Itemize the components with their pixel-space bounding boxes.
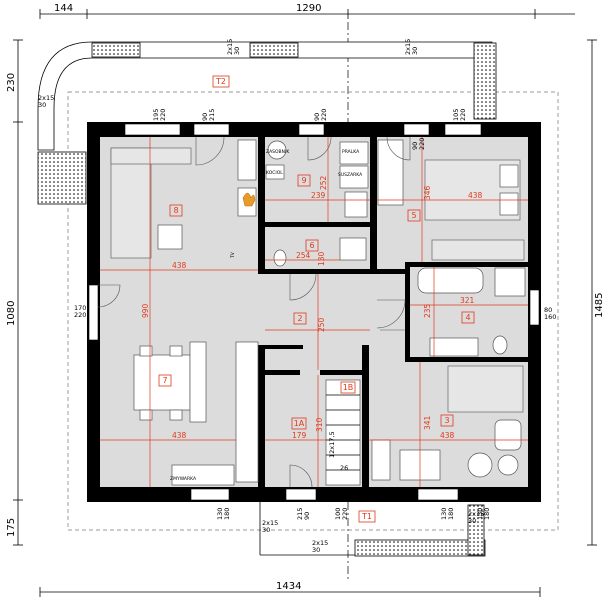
fireplace-icon: [242, 192, 256, 207]
dim-bottom-total: 1434: [276, 581, 301, 592]
room-1b: 1B: [343, 383, 354, 392]
room-dim: 179: [292, 431, 307, 440]
interior-walls: [258, 137, 528, 490]
room-dim: 321: [460, 296, 475, 305]
room-2: 2: [297, 314, 302, 323]
suszarka-label: SUSZARKA: [338, 172, 363, 178]
overall-dimensions: 144 1290 1434 230 1080 175 1485: [6, 3, 605, 597]
opening-dim-part: 30: [262, 526, 270, 534]
room-dim: 254: [296, 251, 311, 260]
room-dimension-lines: [100, 137, 528, 487]
room-dim: 438: [172, 261, 187, 270]
dim-right-total: 1485: [594, 293, 605, 318]
opening-dim: 2x1530: [404, 39, 419, 55]
terrace-top: [37, 41, 497, 205]
room-dim: 990: [141, 303, 150, 318]
opening-dim: 90215: [201, 109, 216, 121]
opening-dim: 90220: [411, 138, 426, 150]
furniture-room3: [371, 365, 524, 481]
room-dim: 235: [423, 303, 432, 318]
furniture-utility: ZASOBNIK KOCIOL PRALKA SUSZARKA: [265, 140, 369, 218]
stairs: 12x17,5 26: [325, 379, 361, 486]
zasobnik-label: ZASOBNIK: [266, 149, 290, 155]
room-6: 6: [309, 241, 314, 250]
furniture-living: TV: [110, 139, 257, 259]
opening-dim-part: 180: [483, 508, 491, 520]
terrace-t1: T1: [361, 512, 372, 521]
room-dim: 438: [172, 431, 187, 440]
opening-dim-part: 220: [459, 109, 467, 121]
stairs-dim: 12x17,5: [328, 431, 336, 458]
opening-dim: 90220: [313, 109, 328, 121]
tv-label: TV: [230, 251, 236, 259]
opening-dim: 100220: [334, 508, 349, 520]
dim-top-left: 144: [54, 3, 73, 14]
room-dim: 239: [311, 191, 326, 200]
opening-dim-part: 160: [544, 313, 556, 321]
terrace-t2: T2: [215, 77, 226, 86]
windows: [88, 123, 540, 501]
room-dim: 130: [317, 251, 326, 266]
pralka-label: PRALKA: [342, 149, 360, 155]
room-1a: 1A: [294, 419, 305, 428]
room-numbers: 8 9 6 5 4 2 7 1A 1B 3 T2 T1: [158, 75, 475, 523]
opening-dim-part: 180: [447, 508, 455, 520]
room-dim: 310: [315, 417, 324, 432]
opening-dim-part: 220: [341, 508, 349, 520]
zmywarka-label: ZMYWARKA: [170, 476, 197, 482]
room-dimensions: 438 990 239 252 254 130 346 438 321 235 …: [141, 175, 483, 440]
opening-dim-part: 90: [303, 512, 311, 520]
room-dim: 346: [423, 185, 432, 200]
opening-dim: 21590: [296, 508, 311, 520]
opening-dim-part: 220: [74, 311, 86, 319]
dim-left-bottom: 175: [6, 518, 17, 537]
opening-dim: 195220: [152, 109, 167, 121]
room-dim: 438: [440, 431, 455, 440]
room-dim: 438: [468, 191, 483, 200]
room-dim: 341: [423, 415, 432, 430]
opening-dim-part: 30: [312, 546, 320, 554]
dim-left-top: 230: [6, 73, 17, 92]
opening-dim-part: 30: [411, 47, 419, 55]
opening-dim: 2x1530: [226, 39, 241, 55]
opening-dim-part: 220: [418, 138, 426, 150]
furniture-wc: [273, 237, 367, 267]
room-dim: 252: [319, 175, 328, 190]
room-3: 3: [444, 416, 449, 425]
room-8: 8: [173, 206, 178, 215]
opening-dim-part: 180: [223, 508, 231, 520]
opening-dim-part: 220: [320, 109, 328, 121]
room-dim: 250: [317, 317, 326, 332]
doors: [97, 136, 411, 488]
room-9: 9: [301, 176, 306, 185]
room-7: 7: [162, 376, 167, 385]
opening-dim: 105220: [452, 109, 467, 121]
roof-outline: [67, 91, 559, 531]
furniture-kitchen: ZMYWARKA: [133, 341, 259, 486]
opening-dim-part: 30: [38, 101, 46, 109]
opening-dim-part: 30: [233, 47, 241, 55]
room-5: 5: [411, 211, 416, 220]
room-4: 4: [465, 313, 470, 322]
dim-left-middle: 1080: [6, 301, 17, 326]
opening-dim: 130180: [216, 508, 231, 520]
opening-dim-part: 215: [208, 109, 216, 121]
opening-dim-part: 220: [159, 109, 167, 121]
stairs-count: 26: [340, 464, 348, 472]
opening-dim-part: 30: [468, 517, 476, 525]
terrace-bottom: [259, 500, 486, 557]
kociol-label: KOCIOL: [266, 170, 283, 176]
dim-top-total: 1290: [296, 3, 321, 14]
furniture-bedroom: [377, 139, 525, 261]
opening-dim: 130180: [476, 508, 491, 520]
opening-dim: 130180: [440, 508, 455, 520]
